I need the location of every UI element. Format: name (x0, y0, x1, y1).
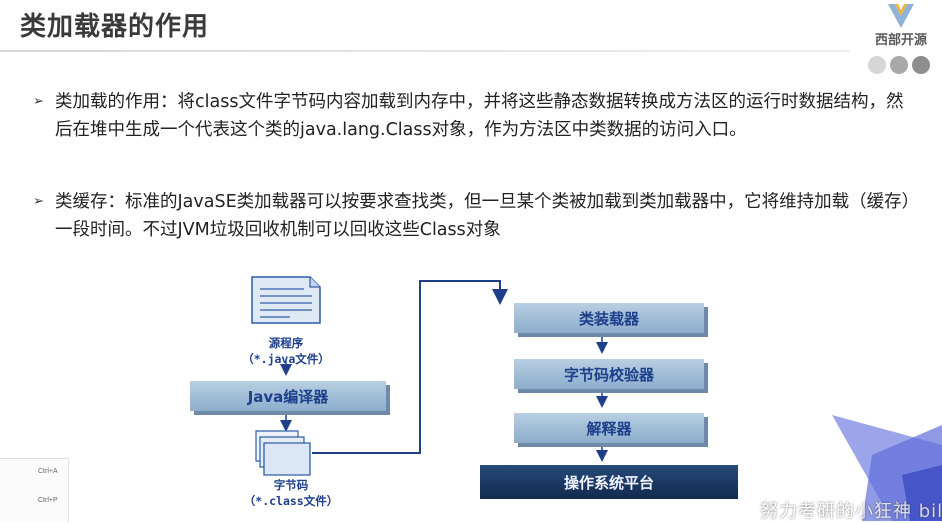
nav-dot-1[interactable] (868, 56, 886, 74)
bullet-text: 类加载的作用：将class文件字节码内容加载到内存中，并将这些静态数据转换成方法… (55, 92, 904, 140)
source-label-line2: （*.java文件） (242, 352, 330, 366)
interpreter-box: 解释器 (514, 413, 704, 443)
source-label: 源程序 （*.java文件） (226, 335, 346, 367)
nav-dot-2[interactable] (890, 56, 908, 74)
shortcut-panel: Ctrl+A Ctrl+P (0, 458, 69, 522)
shortcut-ctrl-a[interactable]: Ctrl+A (38, 468, 58, 475)
brand-name: 西部开源 (874, 33, 927, 48)
java-compiler-box: Java编译器 (190, 381, 386, 411)
source-file-icon (251, 276, 321, 324)
bytecode-label-line2: （*.class文件） (243, 494, 339, 508)
class-loader-box: 类装载器 (514, 303, 704, 333)
corner-decoration (832, 415, 942, 521)
bytecode-files-icon (255, 430, 311, 476)
bullet-arrow-icon: ➢ (33, 94, 44, 109)
brand-logo-icon (888, 4, 914, 28)
title-divider (0, 50, 850, 52)
diagram-connectors (251, 276, 608, 476)
bullet-arrow-icon: ➢ (33, 194, 44, 209)
shortcut-ctrl-p[interactable]: Ctrl+P (38, 497, 58, 504)
bullet-text: 类缓存：标准的JavaSE类加载器可以按要求查找类，但一旦某个类被加载到类加载器… (55, 192, 911, 240)
video-watermark: 努力考研的小狂神 bilibili (760, 501, 942, 522)
bytecode-label-line1: 字节码 (273, 478, 309, 492)
slide-title: 类加载器的作用 (20, 12, 210, 42)
jvm-loading-diagram: 源程序 （*.java文件） Java编译器 字节码 （*.class文件） 类… (170, 265, 750, 521)
bytecode-verifier-box: 字节码校验器 (514, 359, 704, 389)
os-platform-box: 操作系统平台 (480, 465, 738, 499)
bullet-class-loading: ➢ 类加载的作用：将class文件字节码内容加载到内存中，并将这些静态数据转换成… (33, 88, 913, 144)
bullet-class-cache: ➢ 类缓存：标准的JavaSE类加载器可以按要求查找类，但一旦某个类被加载到类加… (33, 188, 913, 244)
source-label-line1: 源程序 (268, 336, 304, 350)
nav-dot-3[interactable] (912, 56, 930, 74)
bytecode-label: 字节码 （*.class文件） (226, 477, 356, 509)
